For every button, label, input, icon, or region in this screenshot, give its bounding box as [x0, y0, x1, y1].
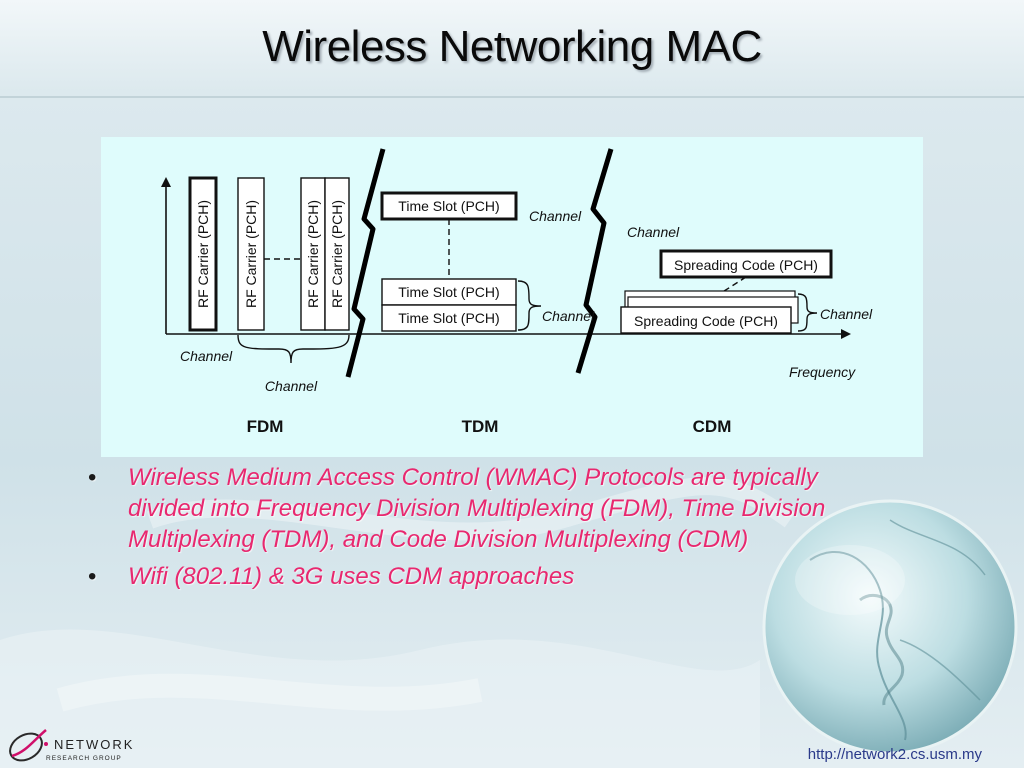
- tdm-slot-label-3: Time Slot (PCH): [398, 310, 499, 326]
- tdm-section: Time Slot (PCH) Time Slot (PCH) Time Slo…: [380, 191, 595, 436]
- fdm-carrier-label-3: RF Carrier (PCH): [305, 200, 321, 308]
- bullet-list: • Wireless Medium Access Control (WMAC) …: [88, 462, 888, 598]
- cdm-label: CDM: [693, 417, 732, 436]
- multiplexing-diagram: RF Carrier (PCH) RF Carrier (PCH) RF Car…: [101, 137, 923, 457]
- cdm-code-2: [620, 306, 792, 334]
- fdm-carrier-1: [188, 176, 218, 332]
- bullet-text: Wifi (802.11) & 3G uses CDM approaches: [128, 563, 575, 590]
- network-logo: NETWORK RESEARCH GROUP: [9, 729, 134, 762]
- tdm-label: TDM: [462, 417, 499, 436]
- fdm-channel-bottom-label: Channel: [265, 378, 318, 394]
- tdm-slot-2: [381, 278, 517, 306]
- cdm-section: Channel Spreading Code (PCH) Spreading C…: [620, 224, 873, 436]
- fdm-label: FDM: [247, 417, 284, 436]
- cdm-code-label-1: Spreading Code (PCH): [674, 257, 818, 273]
- frequency-axis-label: Frequency: [789, 364, 856, 380]
- tdm-channel-mid-label: Channel: [542, 308, 595, 324]
- fdm-carrier-2: [237, 177, 265, 331]
- fdm-carrier-label-4: RF Carrier (PCH): [329, 200, 345, 308]
- cdm-dashed-connector: [720, 276, 747, 294]
- logo-subtext: RESEARCH GROUP: [46, 755, 122, 762]
- tdm-channel-brace: [517, 280, 542, 331]
- tdm-slot-3: [381, 304, 517, 332]
- cdm-channel-brace: [797, 293, 818, 332]
- bullet-item: • Wifi (802.11) & 3G uses CDM approaches: [88, 561, 888, 592]
- tdm-slot-label-2: Time Slot (PCH): [398, 284, 499, 300]
- cdm-channel-top-label: Channel: [627, 224, 680, 240]
- break-separator-2: [575, 148, 614, 374]
- fdm-carrier-label-2: RF Carrier (PCH): [243, 200, 259, 308]
- diagram-axes: [161, 177, 851, 339]
- footer-url[interactable]: http://network2.cs.usm.my: [807, 746, 982, 763]
- logo-text: NETWORK: [54, 737, 134, 752]
- slide-title: Wireless Networking MAC: [262, 22, 762, 71]
- fdm-carrier-3: [300, 177, 326, 331]
- bullet-marker: •: [88, 563, 97, 590]
- fdm-channel-left-label: Channel: [180, 348, 233, 364]
- fdm-carrier-4: [324, 177, 350, 331]
- fdm-carrier-label-1: RF Carrier (PCH): [195, 200, 211, 308]
- cdm-channel-right-label: Channel: [820, 306, 873, 322]
- break-separator-1: [345, 148, 386, 378]
- tdm-slot-label-1: Time Slot (PCH): [398, 198, 499, 214]
- fdm-channel-brace: [237, 334, 350, 364]
- bullet-marker: •: [88, 464, 97, 491]
- bullet-item: • Wireless Medium Access Control (WMAC) …: [88, 462, 888, 555]
- globe-image: [762, 499, 1018, 755]
- fdm-section: RF Carrier (PCH) RF Carrier (PCH) RF Car…: [180, 176, 350, 436]
- cdm-code-label-2: Spreading Code (PCH): [634, 313, 778, 329]
- bullet-text: Wireless Medium Access Control (WMAC) Pr…: [128, 464, 826, 553]
- tdm-channel-top-label: Channel: [529, 208, 582, 224]
- cdm-code-1: [659, 249, 833, 279]
